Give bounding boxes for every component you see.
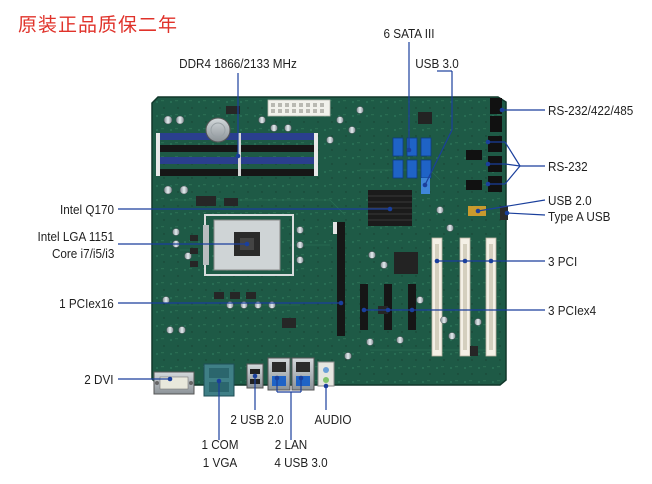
pciex16-slot: [333, 222, 345, 336]
label-cpu-family: Core i7/i5/i3: [51, 246, 114, 261]
cmos-battery: [205, 117, 231, 143]
io-controller-chip: [394, 252, 418, 274]
label-rs232-422-485: RS-232/422/485: [548, 103, 634, 118]
leader-lines: [118, 42, 546, 440]
label-pciex16: 1 PCIex16: [59, 296, 114, 311]
bios-chip: [418, 112, 432, 124]
atx-power-connector: [267, 99, 331, 117]
label-pci: 3 PCI: [548, 254, 578, 269]
label-pciex4: 3 PCIex4: [548, 303, 597, 318]
label-intel-q170: Intel Q170: [60, 202, 114, 217]
label-type-a-usb: Type A USB: [548, 209, 611, 224]
label-rs232: RS-232: [548, 159, 588, 174]
ethernet-port-icon: [267, 357, 315, 391]
label-dvi: 2 DVI: [84, 372, 114, 387]
label-usb20-rear: 2 USB 2.0: [230, 412, 284, 427]
label-usb30-rear: 4 USB 3.0: [274, 455, 328, 470]
label-sata: 6 SATA III: [383, 26, 435, 41]
label-vga: 1 VGA: [202, 455, 238, 470]
sata-connectors: [392, 137, 432, 179]
label-lan: 2 LAN: [274, 437, 308, 452]
type-a-usb-port: [500, 206, 508, 220]
headline-warranty: 原装正品质保二年: [18, 14, 179, 36]
pci-slots: [431, 237, 497, 357]
audio-jack-icon: [317, 361, 335, 387]
label-ddr4: DDR4 1866/2133 MHz: [179, 56, 297, 71]
label-usb20: USB 2.0: [548, 193, 592, 208]
label-audio: AUDIO: [314, 412, 352, 427]
dvi-port-icon: [153, 371, 195, 395]
label-com: 1 COM: [201, 437, 239, 452]
heatsink-icon: [368, 190, 412, 226]
label-usb30-top: USB 3.0: [415, 56, 459, 71]
label-cpu-socket: Intel LGA 1151: [37, 229, 114, 244]
capacitors: [162, 106, 482, 360]
